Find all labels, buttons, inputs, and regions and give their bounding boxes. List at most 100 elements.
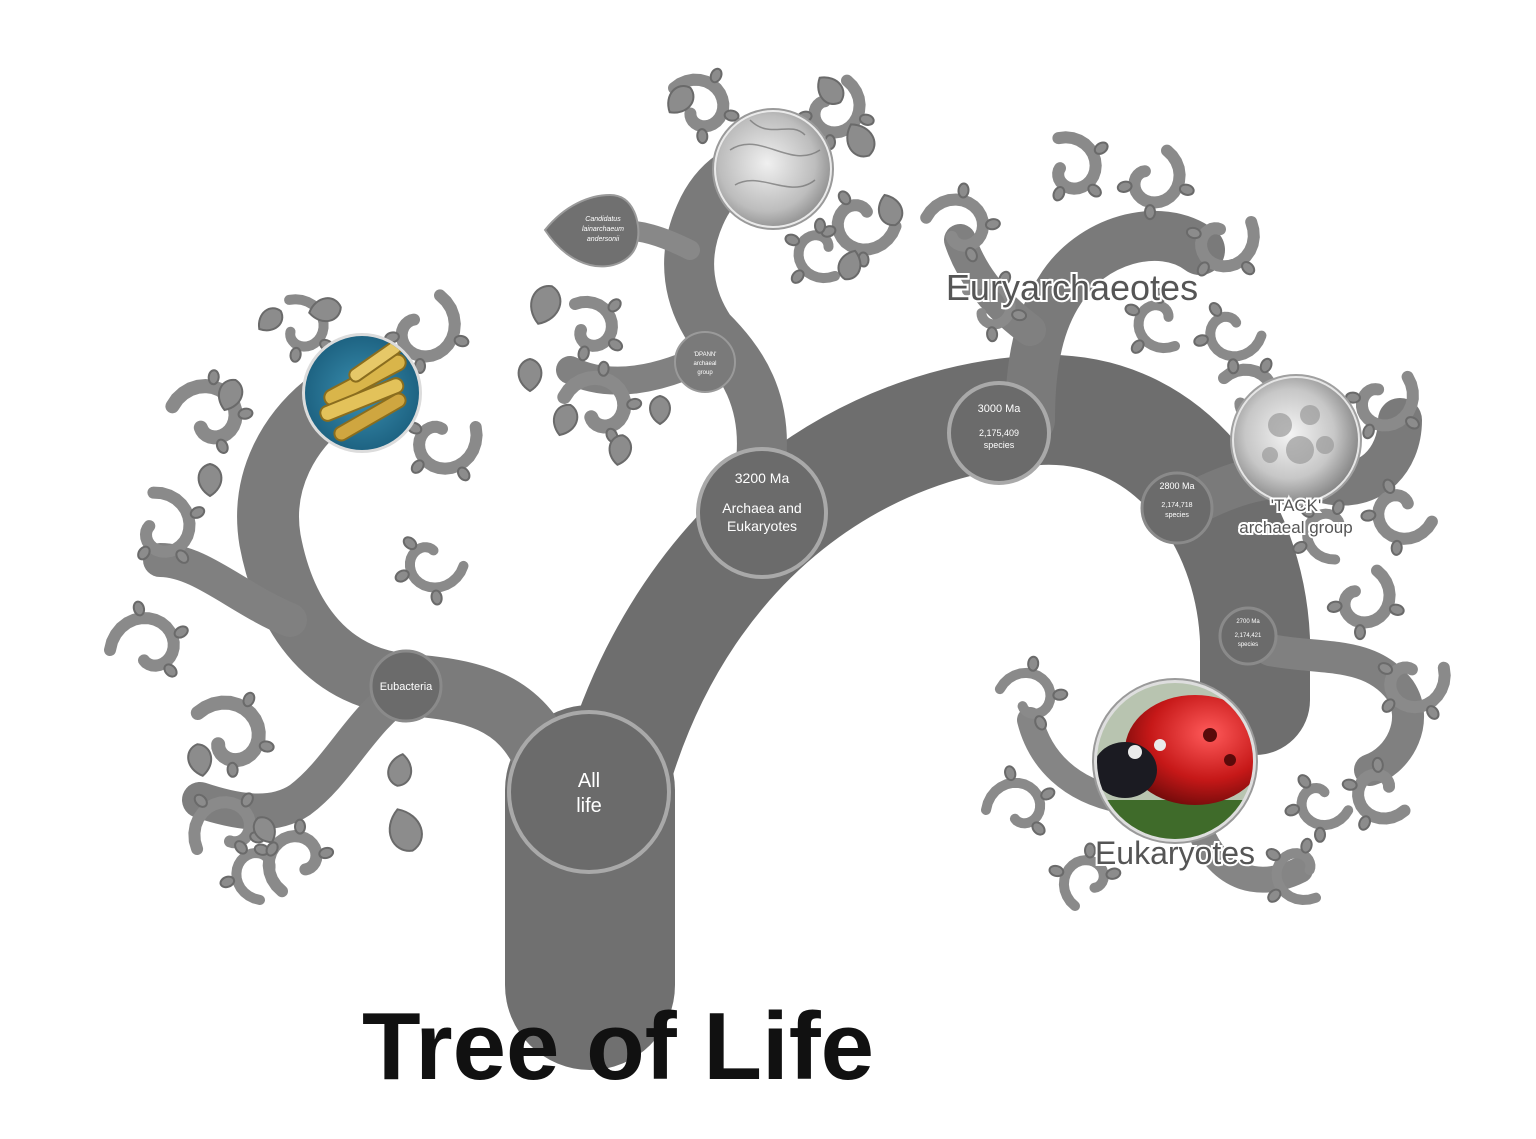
curly-twig <box>395 289 461 363</box>
leaf-bud <box>394 569 410 583</box>
leaf-bud <box>265 841 279 857</box>
leaf-bud <box>1267 888 1282 903</box>
euryarchaeotes-branch <box>1005 211 1225 445</box>
leaf-bud <box>1004 765 1017 782</box>
leaf-bud <box>1382 478 1396 494</box>
leaf-bud <box>1087 183 1102 198</box>
leaf-bud <box>1326 600 1343 613</box>
leaf <box>608 434 632 466</box>
leaf-bud <box>318 846 335 860</box>
curly-twig <box>1133 300 1180 354</box>
leaf-bud <box>790 269 805 284</box>
leaf-bud <box>1048 864 1065 878</box>
leaf-bud <box>175 549 190 564</box>
photo-bacteria <box>302 333 422 453</box>
leaf-bud <box>1426 705 1440 720</box>
leaf-bud <box>1227 358 1240 375</box>
leaf-bud <box>1405 416 1420 430</box>
leaf-bud <box>1292 540 1308 554</box>
leaf-bud <box>1031 821 1046 836</box>
leaf-bud <box>294 818 306 835</box>
svg-text:2,174,718: 2,174,718 <box>1161 502 1192 509</box>
curly-twig <box>1052 131 1102 195</box>
leaf-bud <box>410 459 425 474</box>
curly-twig <box>994 667 1056 719</box>
leaf-bud <box>986 326 999 343</box>
leaf-bud <box>1124 303 1141 317</box>
node-eubacteria: Eubacteria <box>369 649 443 723</box>
leaf-bud <box>1300 504 1315 518</box>
curly-twig <box>1058 855 1109 911</box>
svg-text:3000 Ma: 3000 Ma <box>978 403 1022 415</box>
leaf-bud <box>240 792 254 808</box>
leaf-bud <box>858 113 875 126</box>
leaf-bud <box>1178 183 1195 196</box>
curly-twig <box>190 695 266 768</box>
curly-twig <box>165 379 243 445</box>
leaf <box>667 85 695 114</box>
leaf-bud <box>1388 603 1405 616</box>
svg-text:species: species <box>1165 512 1189 519</box>
leaf-bud <box>430 589 443 606</box>
leaf-bud <box>193 793 208 808</box>
decorative-leaves <box>132 67 1440 903</box>
page-title: Tree of Life <box>361 993 875 1100</box>
node-candidatus-leaf: Candidatus lainarchaeum andersonii <box>543 193 640 268</box>
curly-twig <box>920 193 990 252</box>
leaf <box>217 378 244 412</box>
leaf-bud <box>132 600 146 617</box>
svg-text:3200 Ma: 3200 Ma <box>735 470 790 486</box>
leaf-bud <box>1011 309 1028 322</box>
leaf <box>552 403 579 437</box>
node-all-life: All life <box>507 710 671 874</box>
leaf <box>308 297 342 323</box>
curly-twig <box>1195 216 1260 273</box>
svg-text:2,174,421: 2,174,421 <box>1235 633 1262 639</box>
eubacteria-left-branch <box>143 543 307 637</box>
leaf-bud <box>1300 837 1313 854</box>
photo-archaeon <box>712 108 834 230</box>
curly-twig <box>139 486 196 558</box>
leaf-bud <box>957 182 970 199</box>
curly-twig <box>1352 768 1411 825</box>
leaf-bud <box>1265 848 1281 862</box>
leaf-bud <box>965 246 978 263</box>
leaf-bud <box>626 397 643 411</box>
leaf-bud <box>1390 539 1403 556</box>
curly-twig <box>1302 508 1345 565</box>
leaf-bud <box>1358 815 1372 831</box>
leaf-bud <box>234 840 248 855</box>
leaf-bud <box>577 345 590 362</box>
leaf-bud <box>215 438 229 454</box>
svg-text:species: species <box>1238 642 1258 648</box>
leaf <box>837 249 862 281</box>
leaf-bud <box>1241 261 1256 276</box>
leaf-bud <box>1052 186 1066 202</box>
leaf-bud <box>1040 787 1056 801</box>
leaf-bud <box>219 875 236 889</box>
leaf-bud <box>1371 756 1384 773</box>
leaf-bud <box>784 233 801 247</box>
leaf-bud <box>207 369 220 386</box>
leaf-bud <box>1185 226 1202 240</box>
svg-text:species: species <box>984 440 1015 450</box>
leaf-bud <box>1034 715 1048 731</box>
leaf-bud <box>453 334 470 348</box>
curly-twig <box>557 370 632 434</box>
node-dpann: 'DPANN' archaeal group <box>674 331 736 393</box>
eukaryote-lower-branch <box>1187 817 1313 893</box>
leaf-bud <box>1332 499 1345 515</box>
leaf-bud <box>1105 867 1122 880</box>
leaf-bud <box>226 761 239 778</box>
leaf-bud <box>258 740 275 753</box>
leaf-bud <box>1284 803 1301 817</box>
leaf-bud <box>1360 509 1377 522</box>
curly-twig <box>1384 661 1451 714</box>
svg-text:lainarchaeum: lainarchaeum <box>582 226 624 233</box>
leaf <box>877 193 904 227</box>
leaf-bud <box>402 536 418 551</box>
leaf-bud <box>1193 334 1209 347</box>
svg-text:All: All <box>578 770 600 792</box>
